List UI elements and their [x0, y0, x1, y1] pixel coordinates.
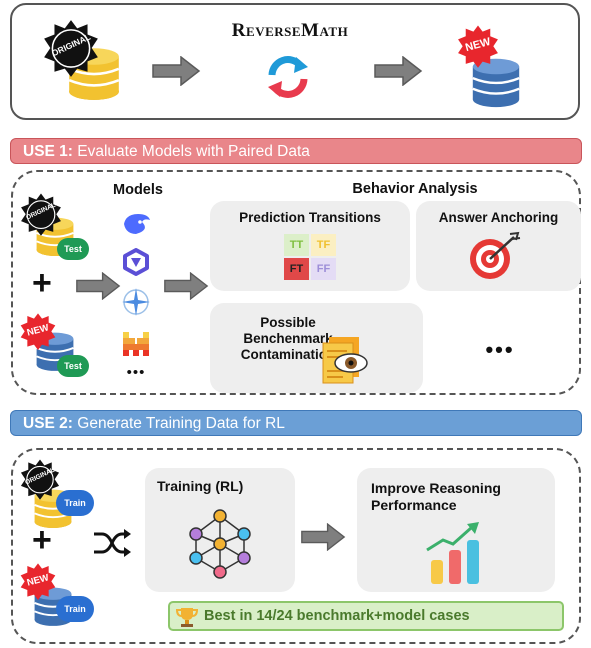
use2-text: Generate Training Data for RL — [77, 415, 285, 432]
original-badge: ORIGINAL — [18, 458, 62, 502]
train-tag: Train — [56, 596, 94, 622]
answer-anchoring-title: Answer Anchoring — [438, 210, 559, 225]
use1-prefix: USE 1: — [23, 143, 73, 160]
training-card: Training (RL) — [145, 468, 295, 592]
use2-banner: USE 2: Generate Training Data for RL — [10, 410, 582, 436]
best-banner: Best in 14/24 benchmark+model cases — [168, 601, 564, 631]
prediction-transitions-card: Prediction Transitions TT TF FT FF — [210, 201, 410, 291]
growth-chart-icon — [426, 522, 479, 584]
new-badge: NEW — [18, 312, 58, 352]
best-text: Best in 14/24 benchmark+model cases — [204, 608, 470, 624]
test-tag-label: Test — [64, 244, 82, 254]
top-panel — [10, 3, 580, 120]
use2-prefix: USE 2: — [23, 415, 73, 432]
original-badge: ORIGINAL — [18, 192, 64, 238]
train-tag: Train — [56, 490, 94, 516]
new-badge: NEW — [18, 562, 58, 602]
grid-cell-ff: FF — [311, 258, 336, 280]
test-tag: Test — [57, 355, 89, 377]
test-tag-label: Test — [64, 361, 82, 371]
plus-sign: + — [32, 521, 52, 559]
plus-sign: + — [32, 264, 52, 302]
refresh-icon — [268, 56, 308, 98]
target-icon — [470, 231, 521, 279]
arrow-icon — [163, 272, 209, 300]
new-badge: NEW — [455, 24, 501, 70]
arrow-icon — [75, 272, 121, 300]
arrow-icon — [150, 56, 202, 86]
training-title: Training (RL) — [157, 478, 244, 494]
contamination-card: Possible Benchenmark Contamination — [210, 303, 423, 393]
mistral-model-icon — [123, 332, 149, 356]
grid-cell-tf: TF — [311, 234, 336, 256]
neural-network-icon — [189, 509, 251, 579]
star-model-icon — [122, 288, 150, 316]
more-models: ••• — [126, 364, 146, 381]
use1-panel — [11, 170, 581, 395]
improve-card: Improve Reasoning Performance — [357, 468, 555, 592]
grid-cell-tt: TT — [284, 234, 309, 256]
test-tag: Test — [57, 238, 89, 260]
train-tag-label: Train — [64, 604, 86, 614]
use2-panel — [11, 448, 581, 644]
title-reversemath: ReverseMath — [231, 20, 349, 41]
grid-cell-ft: FT — [284, 258, 309, 280]
behavior-heading: Behavior Analysis — [352, 181, 478, 197]
use1-text: Evaluate Models with Paired Data — [77, 143, 310, 160]
arrow-icon — [300, 523, 346, 551]
train-tag-label: Train — [64, 498, 86, 508]
arrow-icon — [372, 56, 424, 86]
contamination-title: Possible Benchenmark Contamination — [240, 315, 336, 363]
more-behaviors: ••• — [485, 337, 515, 362]
tongyi-model-icon — [123, 248, 149, 276]
whale-model-icon — [124, 214, 150, 234]
improve-title: Improve Reasoning Performance — [371, 480, 501, 513]
shuffle-icon — [94, 529, 131, 557]
trophy-icon — [175, 608, 199, 627]
transition-grid: TT TF FT FF — [284, 234, 336, 280]
prediction-transitions-title: Prediction Transitions — [239, 210, 381, 225]
original-badge: ORIGINAL — [40, 18, 102, 80]
use1-banner: USE 1: Evaluate Models with Paired Data — [10, 138, 582, 164]
document-eye-icon — [322, 337, 368, 384]
answer-anchoring-card: Answer Anchoring — [416, 201, 581, 291]
models-heading: Models — [113, 182, 163, 198]
